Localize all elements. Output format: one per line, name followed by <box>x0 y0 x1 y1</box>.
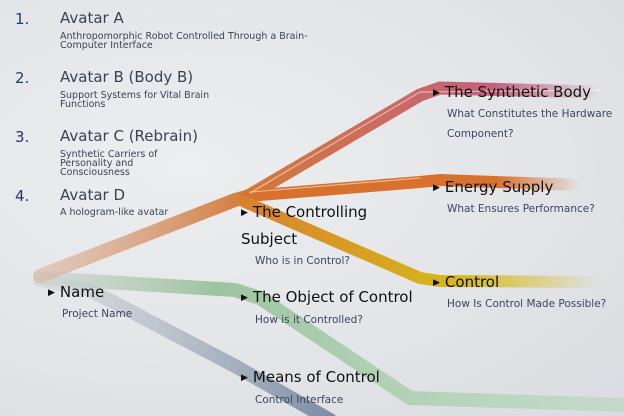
avatar-description: A hologram-like avatar <box>60 207 169 218</box>
branch-object <box>33 271 624 412</box>
expand-triangle-icon: ▶ <box>241 373 248 383</box>
expand-triangle-icon: ▶ <box>433 183 440 193</box>
node-subtitle: What Ensures Performance? <box>447 203 595 215</box>
node-synthetic-body[interactable]: ▶ The Synthetic Body <box>433 79 591 106</box>
expand-triangle-icon: ▶ <box>241 293 248 303</box>
node-title: The Controlling Subject <box>241 203 368 248</box>
expand-triangle-icon: ▶ <box>48 288 55 298</box>
node-controlling-subject[interactable]: ▶The Controlling Subject <box>241 199 381 252</box>
node-title: Energy Supply <box>444 178 554 196</box>
avatar-title: Avatar A <box>60 9 124 27</box>
node-subtitle: What Constitutes the Hardware Component? <box>447 108 613 140</box>
branch-energy <box>242 174 586 202</box>
node-title: The Synthetic Body <box>444 83 592 101</box>
avatar-number: 1. <box>15 10 30 28</box>
node-root[interactable]: ▶ Name <box>48 279 104 306</box>
node-title: Control <box>444 273 500 291</box>
avatar-number: 2. <box>15 69 30 87</box>
avatar-title: Avatar C (Rebrain) <box>60 127 198 145</box>
expand-triangle-icon: ▶ <box>433 278 440 288</box>
node-control[interactable]: ▶ Control <box>433 269 499 296</box>
node-subtitle: Control Interface <box>255 394 344 406</box>
avatar-description: Anthropomorphic Robot Controlled Through… <box>60 31 308 51</box>
node-title: Means of Control <box>252 368 380 386</box>
node-energy-supply[interactable]: ▶ Energy Supply <box>433 174 553 201</box>
avatar-title: Avatar B (Body B) <box>60 68 194 86</box>
node-title: The Object of Control <box>252 288 413 306</box>
avatar-title: Avatar D <box>60 186 126 204</box>
node-means-of-control[interactable]: ▶ Means of Control <box>241 364 380 391</box>
node-subtitle: Project Name <box>62 308 133 320</box>
node-subtitle: How is it Controlled? <box>255 314 363 326</box>
expand-triangle-icon: ▶ <box>241 208 248 218</box>
node-subtitle: How Is Control Made Possible? <box>447 298 607 310</box>
avatar-description: Synthetic Carriers of Personality and Co… <box>60 149 158 178</box>
node-subtitle: Who is in Control? <box>255 255 350 267</box>
avatar-number: 4. <box>15 187 30 205</box>
expand-triangle-icon: ▶ <box>433 88 440 98</box>
node-object-of-control[interactable]: ▶ The Object of Control <box>241 284 413 311</box>
avatar-description: Support Systems for Vital Brain Function… <box>60 90 210 110</box>
node-title: Name <box>59 283 105 301</box>
branch-control <box>239 196 606 288</box>
avatar-number: 3. <box>15 128 30 146</box>
